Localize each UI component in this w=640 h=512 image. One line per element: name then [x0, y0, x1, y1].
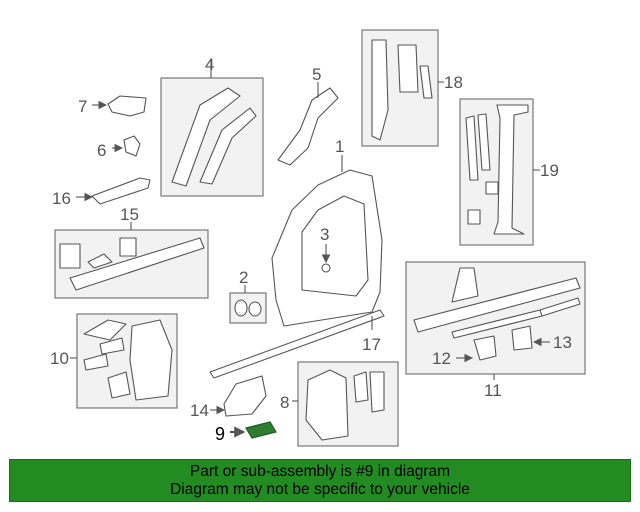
callout-18: 18: [444, 73, 463, 92]
part-8-reinforcement-a[interactable]: [353, 371, 369, 403]
part-19-outer-strip[interactable]: [465, 115, 479, 181]
part-1-group: [271, 155, 383, 327]
part-18-hinge-pillar[interactable]: [371, 39, 389, 141]
part-3-plug[interactable]: [321, 263, 331, 273]
part-19-inner-strip[interactable]: [477, 113, 491, 171]
part-16-strip[interactable]: [91, 177, 151, 205]
part-2-plug-b[interactable]: [248, 301, 262, 317]
callout-19: 19: [540, 161, 559, 180]
part-17-sill-strip[interactable]: [209, 309, 385, 379]
parts-diagram: 1 2 3 4 5 6 7 8 9 10 11 12 13 14 15 16 1…: [50, 29, 586, 447]
part-4-outer-pillar[interactable]: [171, 87, 241, 187]
part-6-clip[interactable]: [123, 135, 141, 157]
part-10-hinge-panel[interactable]: [129, 319, 173, 401]
part-2-plug-a[interactable]: [234, 299, 248, 317]
part-16-group: [76, 177, 151, 205]
part-7-bracket[interactable]: [107, 95, 147, 117]
callout-6: 6: [97, 141, 106, 160]
part-18-bracket[interactable]: [419, 65, 433, 99]
callout-8: 8: [280, 393, 289, 412]
callout-14: 14: [190, 401, 209, 420]
group-box-2: [229, 285, 267, 324]
part-19-plate[interactable]: [485, 181, 499, 195]
part-19-b-pillar[interactable]: [493, 104, 529, 235]
part-12-bracket[interactable]: [473, 335, 497, 361]
part-10-strap[interactable]: [99, 337, 125, 355]
part-10-upper-panel[interactable]: [83, 319, 127, 341]
group-box-15: [54, 222, 209, 299]
part-6-group: [112, 135, 141, 157]
callout-2: 2: [239, 268, 248, 287]
info-banner: Part or sub-assembly is #9 in diagram Di…: [9, 459, 631, 502]
part-15-bracket-b[interactable]: [119, 237, 137, 257]
callout-16: 16: [52, 189, 71, 208]
group-box-8: [292, 361, 399, 447]
group-box-11: [405, 261, 586, 380]
part-9-highlighted-part[interactable]: [245, 421, 277, 439]
callout-13: 13: [553, 333, 572, 352]
part-18-reinforcement[interactable]: [397, 44, 419, 93]
part-5-windshield-pillar[interactable]: [277, 87, 339, 166]
group-box-18: [361, 29, 444, 147]
banner-line-1: Part or sub-assembly is #9 in diagram: [189, 462, 451, 480]
part-11-rocker-outer[interactable]: [413, 277, 581, 333]
part-8-reinforcement-b[interactable]: [369, 371, 385, 413]
part-10-lower-bracket[interactable]: [107, 371, 131, 399]
callout-12: 12: [432, 349, 451, 368]
group-box-19: [459, 98, 540, 246]
part-7-group: [92, 95, 147, 117]
callout-11: 11: [484, 381, 502, 400]
callout-10: 10: [50, 349, 69, 368]
part-13-bracket[interactable]: [511, 325, 533, 351]
part-3-group: [321, 244, 331, 273]
part-17-group: [209, 309, 385, 379]
callout-9[interactable]: 9: [215, 424, 225, 444]
part-8-lock-pillar[interactable]: [305, 369, 349, 441]
part-4-inner-pillar[interactable]: [199, 107, 257, 185]
callout-1: 1: [335, 137, 344, 156]
banner-line-2: Diagram may not be specific to your vehi…: [170, 480, 470, 498]
callout-17: 17: [362, 335, 381, 354]
callout-7: 7: [78, 97, 87, 116]
callout-15: 15: [120, 205, 139, 224]
callout-5: 5: [312, 65, 321, 84]
part-9-group: [230, 421, 277, 439]
part-14-extension[interactable]: [223, 375, 267, 417]
part-14-group: [210, 375, 267, 417]
callout-3: 3: [320, 225, 329, 244]
group-box-10: [70, 313, 178, 409]
group-box-4: [160, 60, 264, 197]
part-11-pillar-base[interactable]: [451, 267, 479, 303]
callout-4: 4: [205, 55, 214, 74]
part-15-bracket-a[interactable]: [87, 253, 113, 269]
part-10-small-bracket[interactable]: [83, 353, 109, 371]
part-1-body-side-frame[interactable]: [271, 169, 383, 327]
part-15-end-cap[interactable]: [59, 243, 81, 269]
part-15-rocker[interactable]: [69, 237, 205, 291]
part-5-group: [277, 82, 339, 166]
part-19-small-bracket[interactable]: [467, 209, 481, 225]
part-11-rear-strip[interactable]: [539, 297, 581, 317]
